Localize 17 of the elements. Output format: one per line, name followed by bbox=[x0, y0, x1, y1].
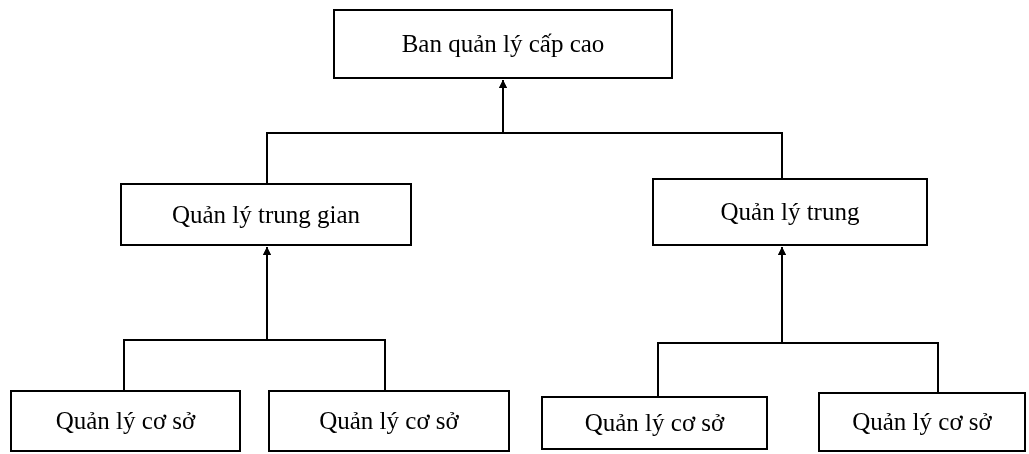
box-label: Ban quản lý cấp cao bbox=[401, 29, 605, 60]
org-box bbox=[10, 390, 241, 452]
org-box bbox=[541, 396, 768, 450]
connector-arrow bbox=[263, 246, 386, 391]
connector-arrow bbox=[778, 246, 939, 393]
connector-arrow bbox=[499, 79, 783, 179]
box-label: Quản lý trung gian bbox=[171, 199, 361, 230]
org-box bbox=[120, 183, 412, 246]
box-label: Quản lý cơ sở bbox=[852, 407, 992, 438]
box-label: Quản lý cơ sở bbox=[319, 406, 459, 437]
org-box bbox=[268, 390, 510, 452]
box-label: Quản lý trung bbox=[720, 197, 860, 228]
org-box bbox=[652, 178, 928, 246]
box-label: Quản lý cơ sở bbox=[55, 406, 196, 437]
org-box bbox=[333, 9, 673, 79]
org-box bbox=[818, 392, 1026, 452]
box-label: Quản lý cơ sở bbox=[584, 408, 725, 439]
